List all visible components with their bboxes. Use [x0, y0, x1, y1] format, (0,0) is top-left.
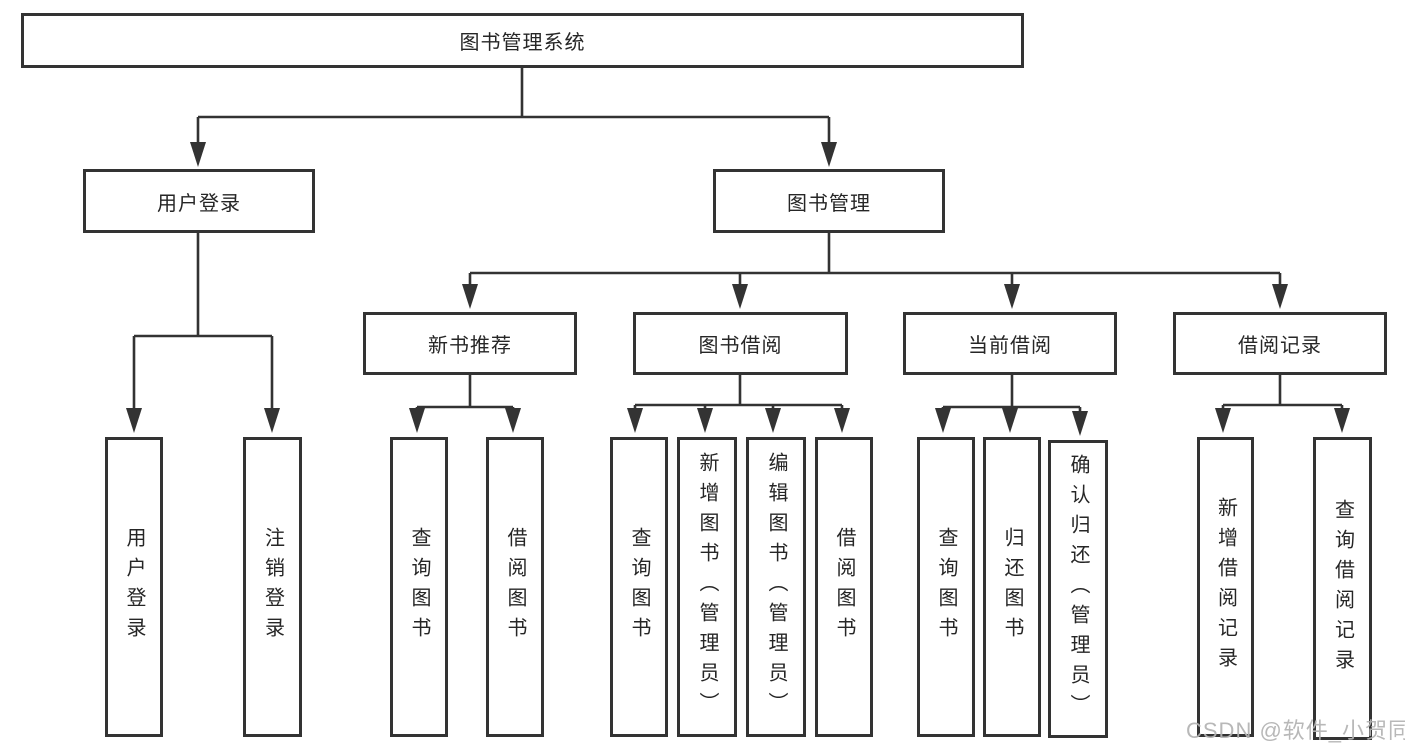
node-new-book-recommendation: 新书推荐 [363, 312, 577, 375]
node-borrowing-records: 借阅记录 [1173, 312, 1387, 375]
node-user-login-leaf: 用户登录 [105, 437, 163, 737]
arrow-down-icon [409, 408, 425, 433]
node-edit-book-admin: 编辑图书（管理员） [746, 437, 806, 737]
node-confirm-return-admin: 确认归还（管理员） [1048, 440, 1108, 738]
arrow-down-icon [697, 408, 713, 433]
connector-root [196, 68, 831, 148]
arrow-down-icon [505, 408, 521, 433]
node-return-books: 归还图书 [983, 437, 1041, 737]
arrow-down-icon [1002, 408, 1018, 433]
node-query-books-borrow: 查询图书 [610, 437, 668, 737]
arrow-down-icon [1215, 408, 1231, 433]
arrow-down-icon [264, 408, 280, 433]
node-add-book-admin: 新增图书（管理员） [677, 437, 737, 737]
arrow-down-icon [126, 408, 142, 433]
connector-new-book-rec [415, 375, 515, 412]
connector-borrowing-records [1221, 375, 1344, 412]
arrow-down-icon [765, 408, 781, 433]
node-book-management: 图书管理 [713, 169, 945, 233]
node-logout-leaf: 注销登录 [243, 437, 302, 737]
arrow-down-icon [935, 408, 951, 433]
node-book-borrowing: 图书借阅 [633, 312, 848, 375]
node-add-borrow-record: 新增借阅记录 [1197, 437, 1254, 737]
node-current-borrowing: 当前借阅 [903, 312, 1117, 375]
arrow-down-icon [1004, 284, 1020, 309]
node-borrow-books-leaf: 借阅图书 [815, 437, 873, 737]
arrow-down-icon [627, 408, 643, 433]
arrow-down-icon [732, 284, 748, 309]
node-query-borrow-record: 查询借阅记录 [1313, 437, 1372, 740]
node-borrow-books-rec: 借阅图书 [486, 437, 544, 737]
arrow-down-icon [462, 284, 478, 309]
arrow-down-icon [821, 142, 837, 167]
arrow-down-icon [190, 142, 206, 167]
connector-book-management [468, 233, 1282, 288]
node-query-books-rec: 查询图书 [390, 437, 448, 737]
connector-book-borrowing [633, 375, 844, 412]
arrow-down-icon [1334, 408, 1350, 433]
arrow-down-icon [1272, 284, 1288, 309]
node-library-management-system: 图书管理系统 [21, 13, 1024, 68]
connector-user-login [132, 233, 274, 412]
arrow-down-icon [1072, 411, 1088, 436]
csdn-watermark: CSDN @软件_小贺同学 [1186, 718, 1405, 743]
node-user-login: 用户登录 [83, 169, 315, 233]
arrow-down-icon [834, 408, 850, 433]
node-query-books-current: 查询图书 [917, 437, 975, 737]
